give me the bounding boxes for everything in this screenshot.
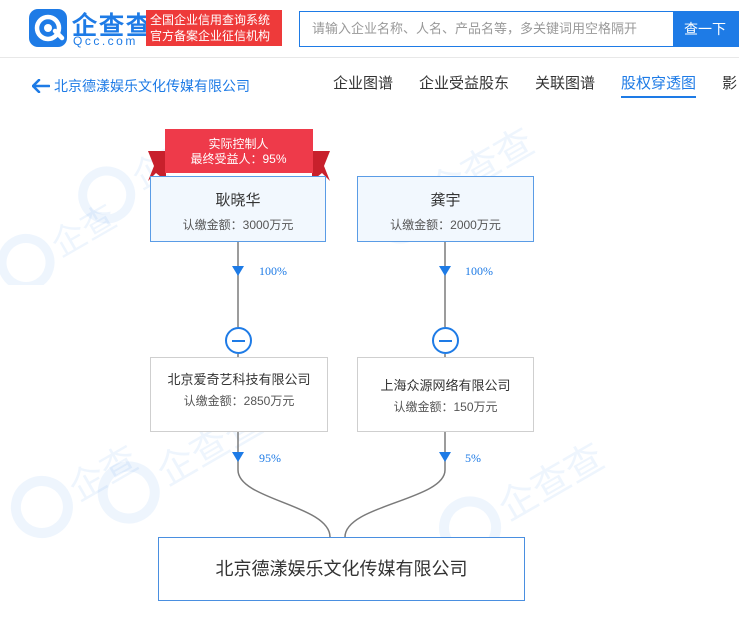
controller-badge: 实际控制人 最终受益人：95% (165, 137, 312, 167)
search-input[interactable]: 请输入企业名称、人名、产品名等，多关键词用空格隔开 (299, 11, 673, 47)
target-company-name: 北京德漾娱乐文化传媒有限公司 (215, 559, 468, 579)
holding-percent: 95% (259, 451, 281, 465)
tab-related-graph[interactable]: 关联图谱 (535, 75, 596, 92)
intermediate-company-name: 北京爱奇艺科技有限公司 (167, 372, 311, 387)
target-company-node[interactable]: 北京德漾娱乐文化传媒有限公司 (158, 537, 525, 601)
intermediate-company-capital: 认缴金额：150万元 (393, 400, 498, 414)
arrow-down-icon (232, 266, 244, 276)
tab-beneficial-shareholders[interactable]: 企业受益股东 (419, 75, 510, 92)
beneficiary-label: 最终受益人：95% (190, 152, 287, 166)
shareholder-node[interactable]: 龚宇 认缴金额：2000万元 (357, 176, 534, 242)
slogan-line-1: 全国企业信用查询系统 (150, 13, 271, 27)
shareholder-capital: 认缴金额：3000万元 (182, 218, 294, 232)
arrow-down-icon (439, 452, 451, 462)
slogan-line-2: 官方备案企业征信机构 (150, 29, 271, 43)
shareholder-node[interactable]: 耿晓华 认缴金额：3000万元 (150, 176, 326, 242)
arrow-down-icon (232, 452, 244, 462)
qcc-logo-icon[interactable] (29, 9, 67, 47)
graph-tabs: 企业图谱 企业受益股东 关联图谱 股权穿透图 影 (333, 74, 739, 98)
collapse-toggle-icon[interactable] (225, 327, 252, 354)
intermediate-company-node[interactable]: 上海众源网络有限公司 认缴金额：150万元 (357, 357, 534, 432)
search-button[interactable]: 查一下 (673, 11, 739, 47)
logo-domain: Qcc.com (73, 34, 138, 48)
shareholder-name: 耿晓华 (215, 192, 261, 209)
holding-percent: 100% (259, 264, 287, 278)
back-arrow-icon (32, 79, 50, 93)
shareholder-name: 龚宇 (430, 192, 461, 209)
intermediate-company-node[interactable]: 北京爱奇艺科技有限公司 认缴金额：2850万元 (150, 357, 328, 432)
controller-ribbon-icon (148, 129, 330, 181)
shareholder-capital: 认缴金额：2000万元 (390, 218, 501, 232)
logo-name[interactable]: 企查查 (72, 12, 154, 40)
holding-percent: 5% (465, 451, 481, 465)
slogan-badge: 全国企业信用查询系统 官方备案企业征信机构 (146, 10, 282, 46)
controller-label: 实际控制人 (208, 137, 269, 151)
collapse-toggle-icon[interactable] (432, 327, 459, 354)
intermediate-company-capital: 认缴金额：2850万元 (183, 394, 295, 408)
back-link[interactable]: 北京德漾娱乐文化传媒有限公司 (32, 76, 250, 96)
back-link-label: 北京德漾娱乐文化传媒有限公司 (54, 78, 250, 94)
intermediate-company-name: 上海众源网络有限公司 (380, 378, 511, 393)
top-header: 企查查 Qcc.com 全国企业信用查询系统 官方备案企业征信机构 请输入企业名… (0, 0, 739, 58)
tab-equity-penetration[interactable]: 股权穿透图 (621, 74, 697, 98)
arrow-down-icon (439, 266, 451, 276)
holding-percent: 100% (465, 264, 493, 278)
tab-truncated[interactable]: 影 (722, 75, 738, 92)
tab-enterprise-graph[interactable]: 企业图谱 (333, 75, 394, 92)
